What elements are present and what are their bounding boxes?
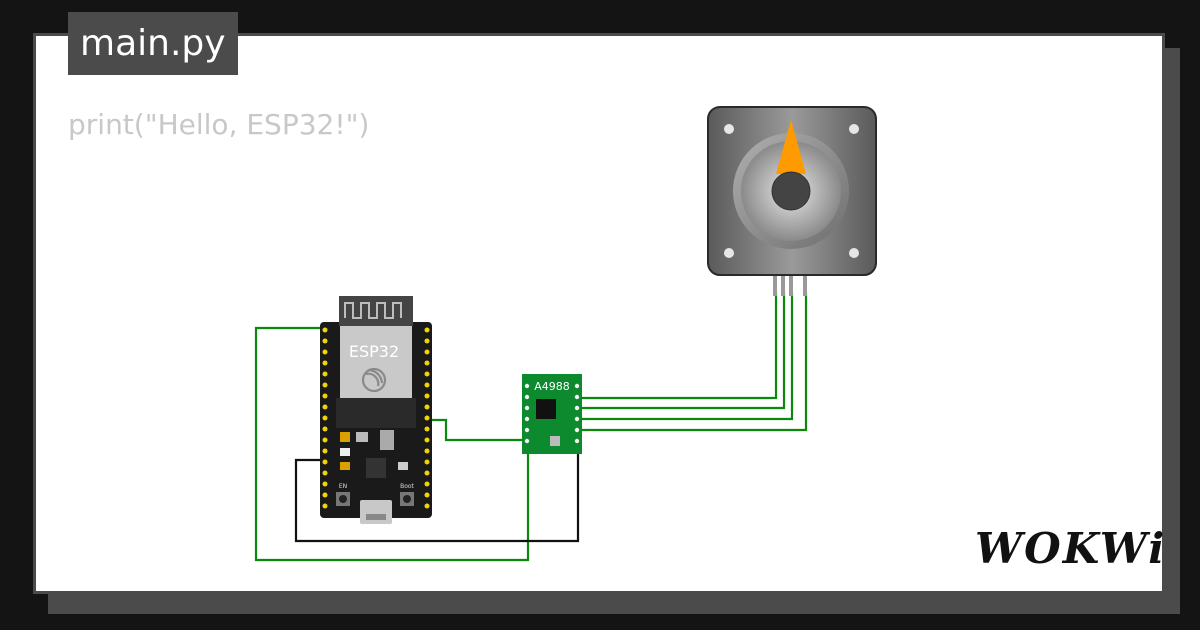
en-label: EN — [339, 483, 347, 490]
driver-chip — [536, 399, 556, 419]
wire-coil-1[interactable] — [582, 292, 778, 400]
code-line[interactable]: print("Hello, ESP32!") — [68, 108, 370, 141]
wire-green-step[interactable] — [428, 418, 526, 442]
motor-pointer-icon — [776, 120, 806, 174]
wokwi-logo: WOKWi — [975, 524, 1167, 573]
wire-coil-4[interactable] — [582, 292, 808, 432]
espressif-logo-icon — [361, 367, 387, 393]
usb-port — [360, 500, 392, 524]
stepper-motor[interactable] — [707, 106, 877, 296]
boot-label: Boot — [400, 483, 414, 490]
wire-black-gnd[interactable] — [294, 452, 580, 543]
a4988-driver[interactable]: A4988 — [522, 374, 582, 454]
file-tab[interactable]: main.py — [68, 12, 238, 75]
wire-coil-3[interactable] — [582, 292, 794, 421]
wire-coil-2[interactable] — [582, 292, 786, 410]
wifi-module — [340, 326, 412, 398]
board-label: ESP32 — [349, 342, 399, 361]
esp32-pins-right[interactable] — [424, 327, 430, 509]
esp32-board[interactable]: ESP32 EN Boot — [320, 296, 432, 524]
wire-green-left[interactable] — [254, 326, 530, 562]
driver-potentiometer[interactable] — [550, 436, 560, 446]
usb-chip — [366, 458, 386, 478]
canvas-card — [33, 33, 1165, 594]
driver-label: A4988 — [534, 380, 570, 393]
wires — [254, 292, 808, 562]
esp32-pins-left[interactable] — [322, 327, 328, 509]
